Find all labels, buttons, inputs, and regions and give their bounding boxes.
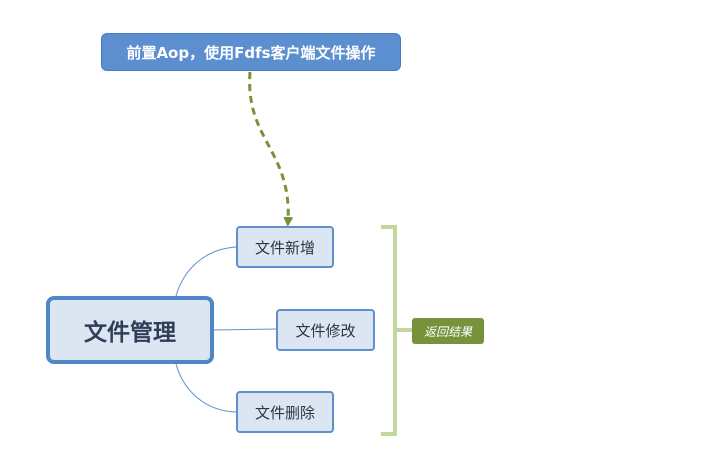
dashed-arrow	[248, 71, 294, 227]
summary-tag: 返回结果	[412, 318, 484, 344]
connector-root-to-child-1	[175, 246, 237, 297]
connector-root-to-child-3	[175, 363, 237, 413]
summary-bracket	[381, 225, 412, 436]
root-topic: 文件管理	[46, 296, 214, 364]
callout-label: 前置Aop，使用Fdfs客户端文件操作	[126, 43, 376, 62]
connector-root-to-child-2	[213, 328, 277, 331]
subtopic-file-add: 文件新增	[236, 226, 334, 268]
root-topic-label: 文件管理	[84, 320, 176, 346]
subtopic-label: 文件修改	[295, 321, 356, 340]
subtopic-file-modify: 文件修改	[276, 309, 375, 351]
summary-label: 返回结果	[423, 324, 472, 339]
subtopic-label: 文件新增	[254, 238, 315, 257]
subtopic-label: 文件删除	[254, 403, 315, 422]
subtopic-file-delete: 文件删除	[236, 391, 334, 433]
precondition-callout: 前置Aop，使用Fdfs客户端文件操作	[101, 33, 401, 71]
